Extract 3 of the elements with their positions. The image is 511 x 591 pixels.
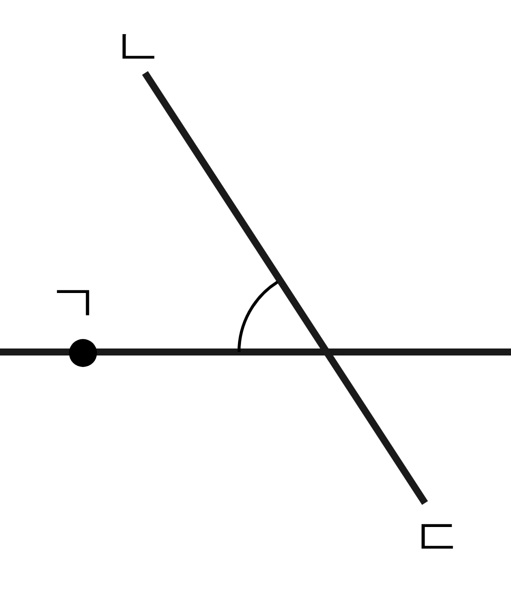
point-label: ㄴ	[112, 22, 164, 74]
point-label: ㄱ	[48, 278, 100, 330]
point-label: ㄷ	[412, 512, 464, 564]
